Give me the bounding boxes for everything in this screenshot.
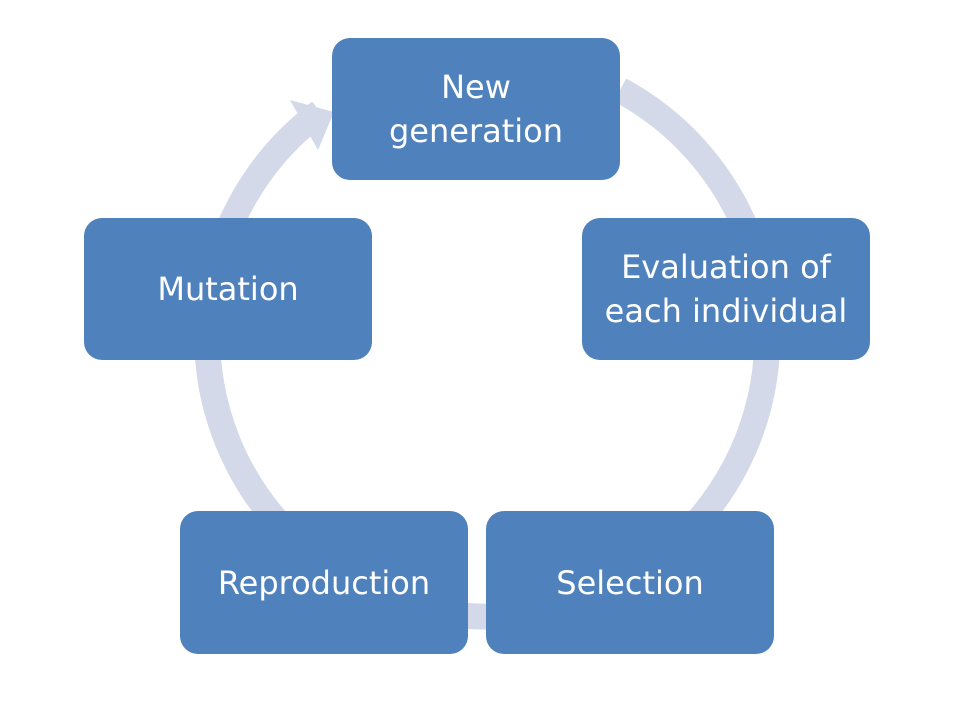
node-new-generation-label: New generation: [388, 68, 564, 150]
node-evaluation: Evaluation of each individual: [582, 218, 870, 360]
node-new-generation: New generation: [332, 38, 620, 180]
node-reproduction-label: Reproduction: [217, 563, 431, 602]
node-mutation-label: Mutation: [157, 270, 299, 308]
node-reproduction: Reproduction: [180, 511, 468, 654]
node-selection-label: Selection: [556, 563, 704, 602]
node-selection: Selection: [486, 511, 774, 654]
node-mutation: Mutation: [84, 218, 372, 360]
node-evaluation-label: Evaluation of each individual: [604, 248, 848, 330]
cycle-arrowhead: [290, 100, 334, 150]
